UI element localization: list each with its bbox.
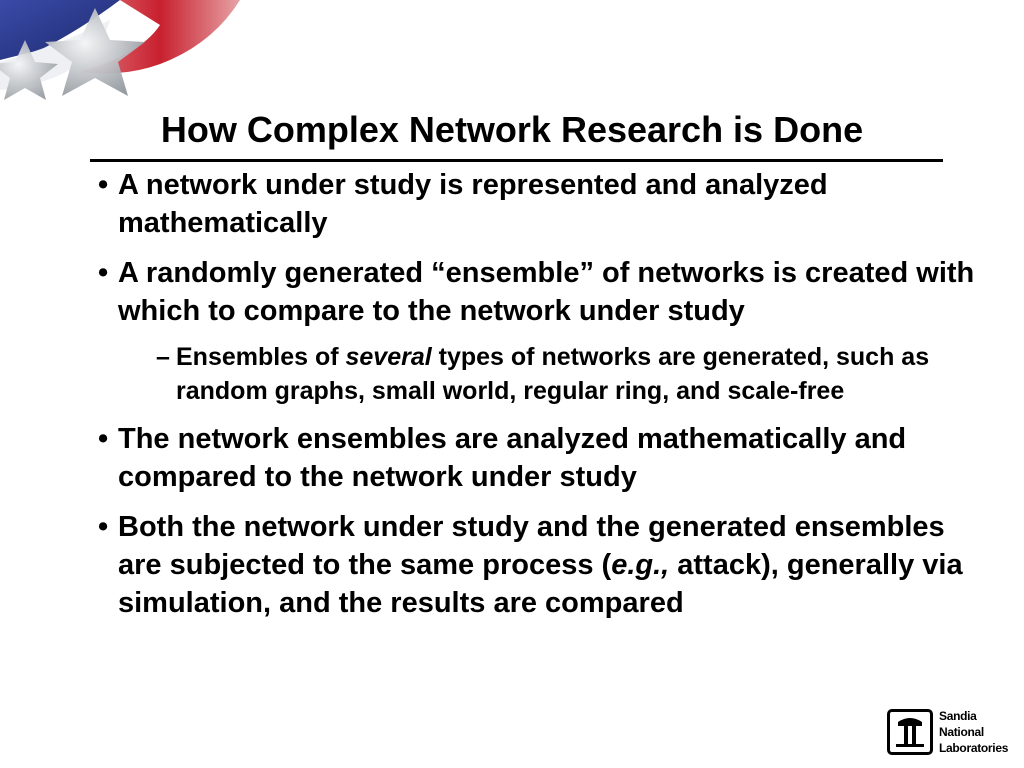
sub-bullet-text-before: Ensembles of bbox=[176, 343, 346, 371]
sub-bullet-item: – Ensembles of several types of networks… bbox=[156, 340, 978, 408]
bullet-marker: • bbox=[98, 423, 109, 455]
sandia-logo: Sandia National Laboratories bbox=[887, 709, 1017, 759]
bullet-text: A network under study is represented and… bbox=[118, 169, 828, 239]
bullet-item: • Both the network under study and the g… bbox=[98, 508, 978, 622]
logo-line-3: Laboratories bbox=[939, 741, 1009, 755]
bullet-item: • A network under study is represented a… bbox=[98, 166, 978, 242]
bullet-text-after: attack), generally via simulation, and t… bbox=[118, 549, 963, 619]
slide-title: How Complex Network Research is Done bbox=[160, 109, 864, 150]
logo-line-2: National bbox=[939, 725, 984, 739]
thunderbird-logo-icon bbox=[887, 709, 933, 755]
bullet-marker: • bbox=[98, 511, 109, 543]
bullet-marker: • bbox=[98, 169, 109, 201]
title-underline bbox=[90, 159, 943, 162]
bullet-text: A randomly generated “ensemble” of netwo… bbox=[118, 257, 975, 327]
bullet-marker: • bbox=[98, 257, 109, 289]
flag-star-decoration bbox=[0, 0, 240, 100]
bullet-text: The network ensembles are analyzed mathe… bbox=[118, 423, 907, 493]
bullet-list: • A network under study is represented a… bbox=[98, 166, 978, 634]
bullet-item: • A randomly generated “ensemble” of net… bbox=[98, 254, 978, 408]
sub-bullet-marker: – bbox=[156, 343, 170, 371]
bullet-text-before: Both the network under study and the gen… bbox=[118, 511, 945, 581]
logo-wordmark: Sandia National Laboratories bbox=[939, 708, 1019, 756]
sub-bullet-text-after: types of networks are generated, such as… bbox=[176, 343, 930, 405]
sub-bullet-emphasis: several bbox=[345, 343, 432, 371]
bullet-item: • The network ensembles are analyzed mat… bbox=[98, 420, 978, 496]
logo-line-1: Sandia bbox=[939, 709, 977, 723]
bullet-emphasis: e.g., bbox=[611, 549, 670, 581]
